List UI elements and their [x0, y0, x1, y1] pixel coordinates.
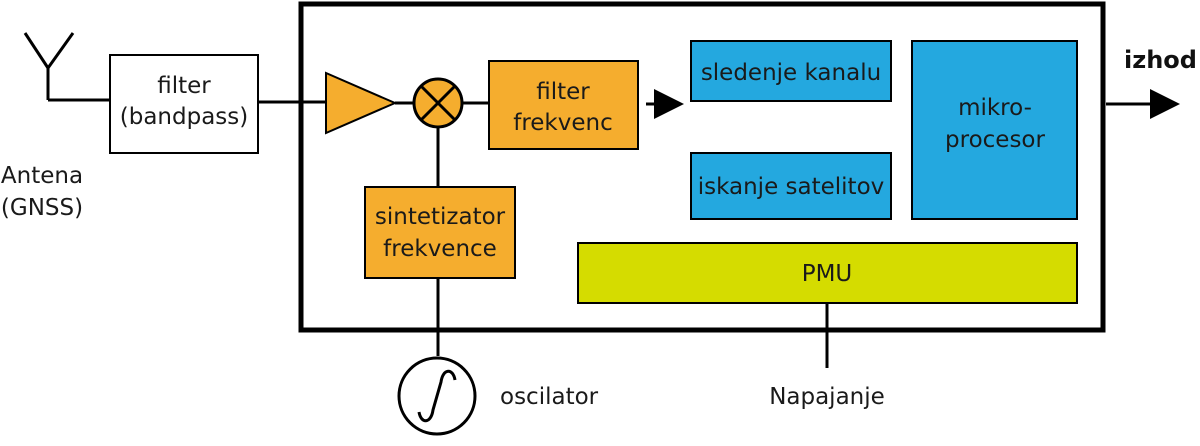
channel-tracking-box: [690, 40, 892, 102]
satellite-search-label: iskanje satelitov: [698, 174, 885, 200]
synthesizer-label-line1: sintetizator: [375, 204, 506, 230]
mixer-icon: [412, 77, 464, 129]
satellite-search-box: [690, 152, 892, 220]
microprocessor-box: [911, 40, 1078, 220]
microprocessor-label-line2: procesor: [945, 127, 1045, 153]
antenna-icon: [23, 32, 110, 102]
pmu-label: PMU: [802, 261, 853, 287]
oscillator-label: oscilator: [500, 384, 599, 410]
frequency-filter-box: [488, 60, 639, 150]
amplifier-icon: [325, 71, 398, 135]
frequency-synthesizer-box: [364, 186, 516, 279]
receiver-enclosure: [298, 1, 1106, 333]
oscillator-icon: [397, 356, 477, 436]
microprocessor-label-line1: mikro-: [958, 95, 1032, 121]
output-label: izhod: [1124, 46, 1197, 74]
pmu-box: [577, 242, 1078, 304]
bandpass-filter-label-line2: (bandpass): [120, 104, 248, 130]
frequency-filter-label-line2: frekvenc: [513, 110, 613, 136]
channel-tracking-label: sledenje kanalu: [701, 60, 881, 86]
synthesizer-label-line2: frekvence: [383, 236, 497, 262]
antenna-label-line1: Antena: [1, 163, 83, 189]
frequency-filter-label-line1: filter: [536, 79, 590, 105]
antenna-label-line2: (GNSS): [1, 195, 83, 221]
bandpass-filter-label-line1: filter: [157, 73, 211, 99]
bandpass-filter-box: [109, 54, 259, 154]
power-label: Napajanje: [769, 384, 885, 410]
